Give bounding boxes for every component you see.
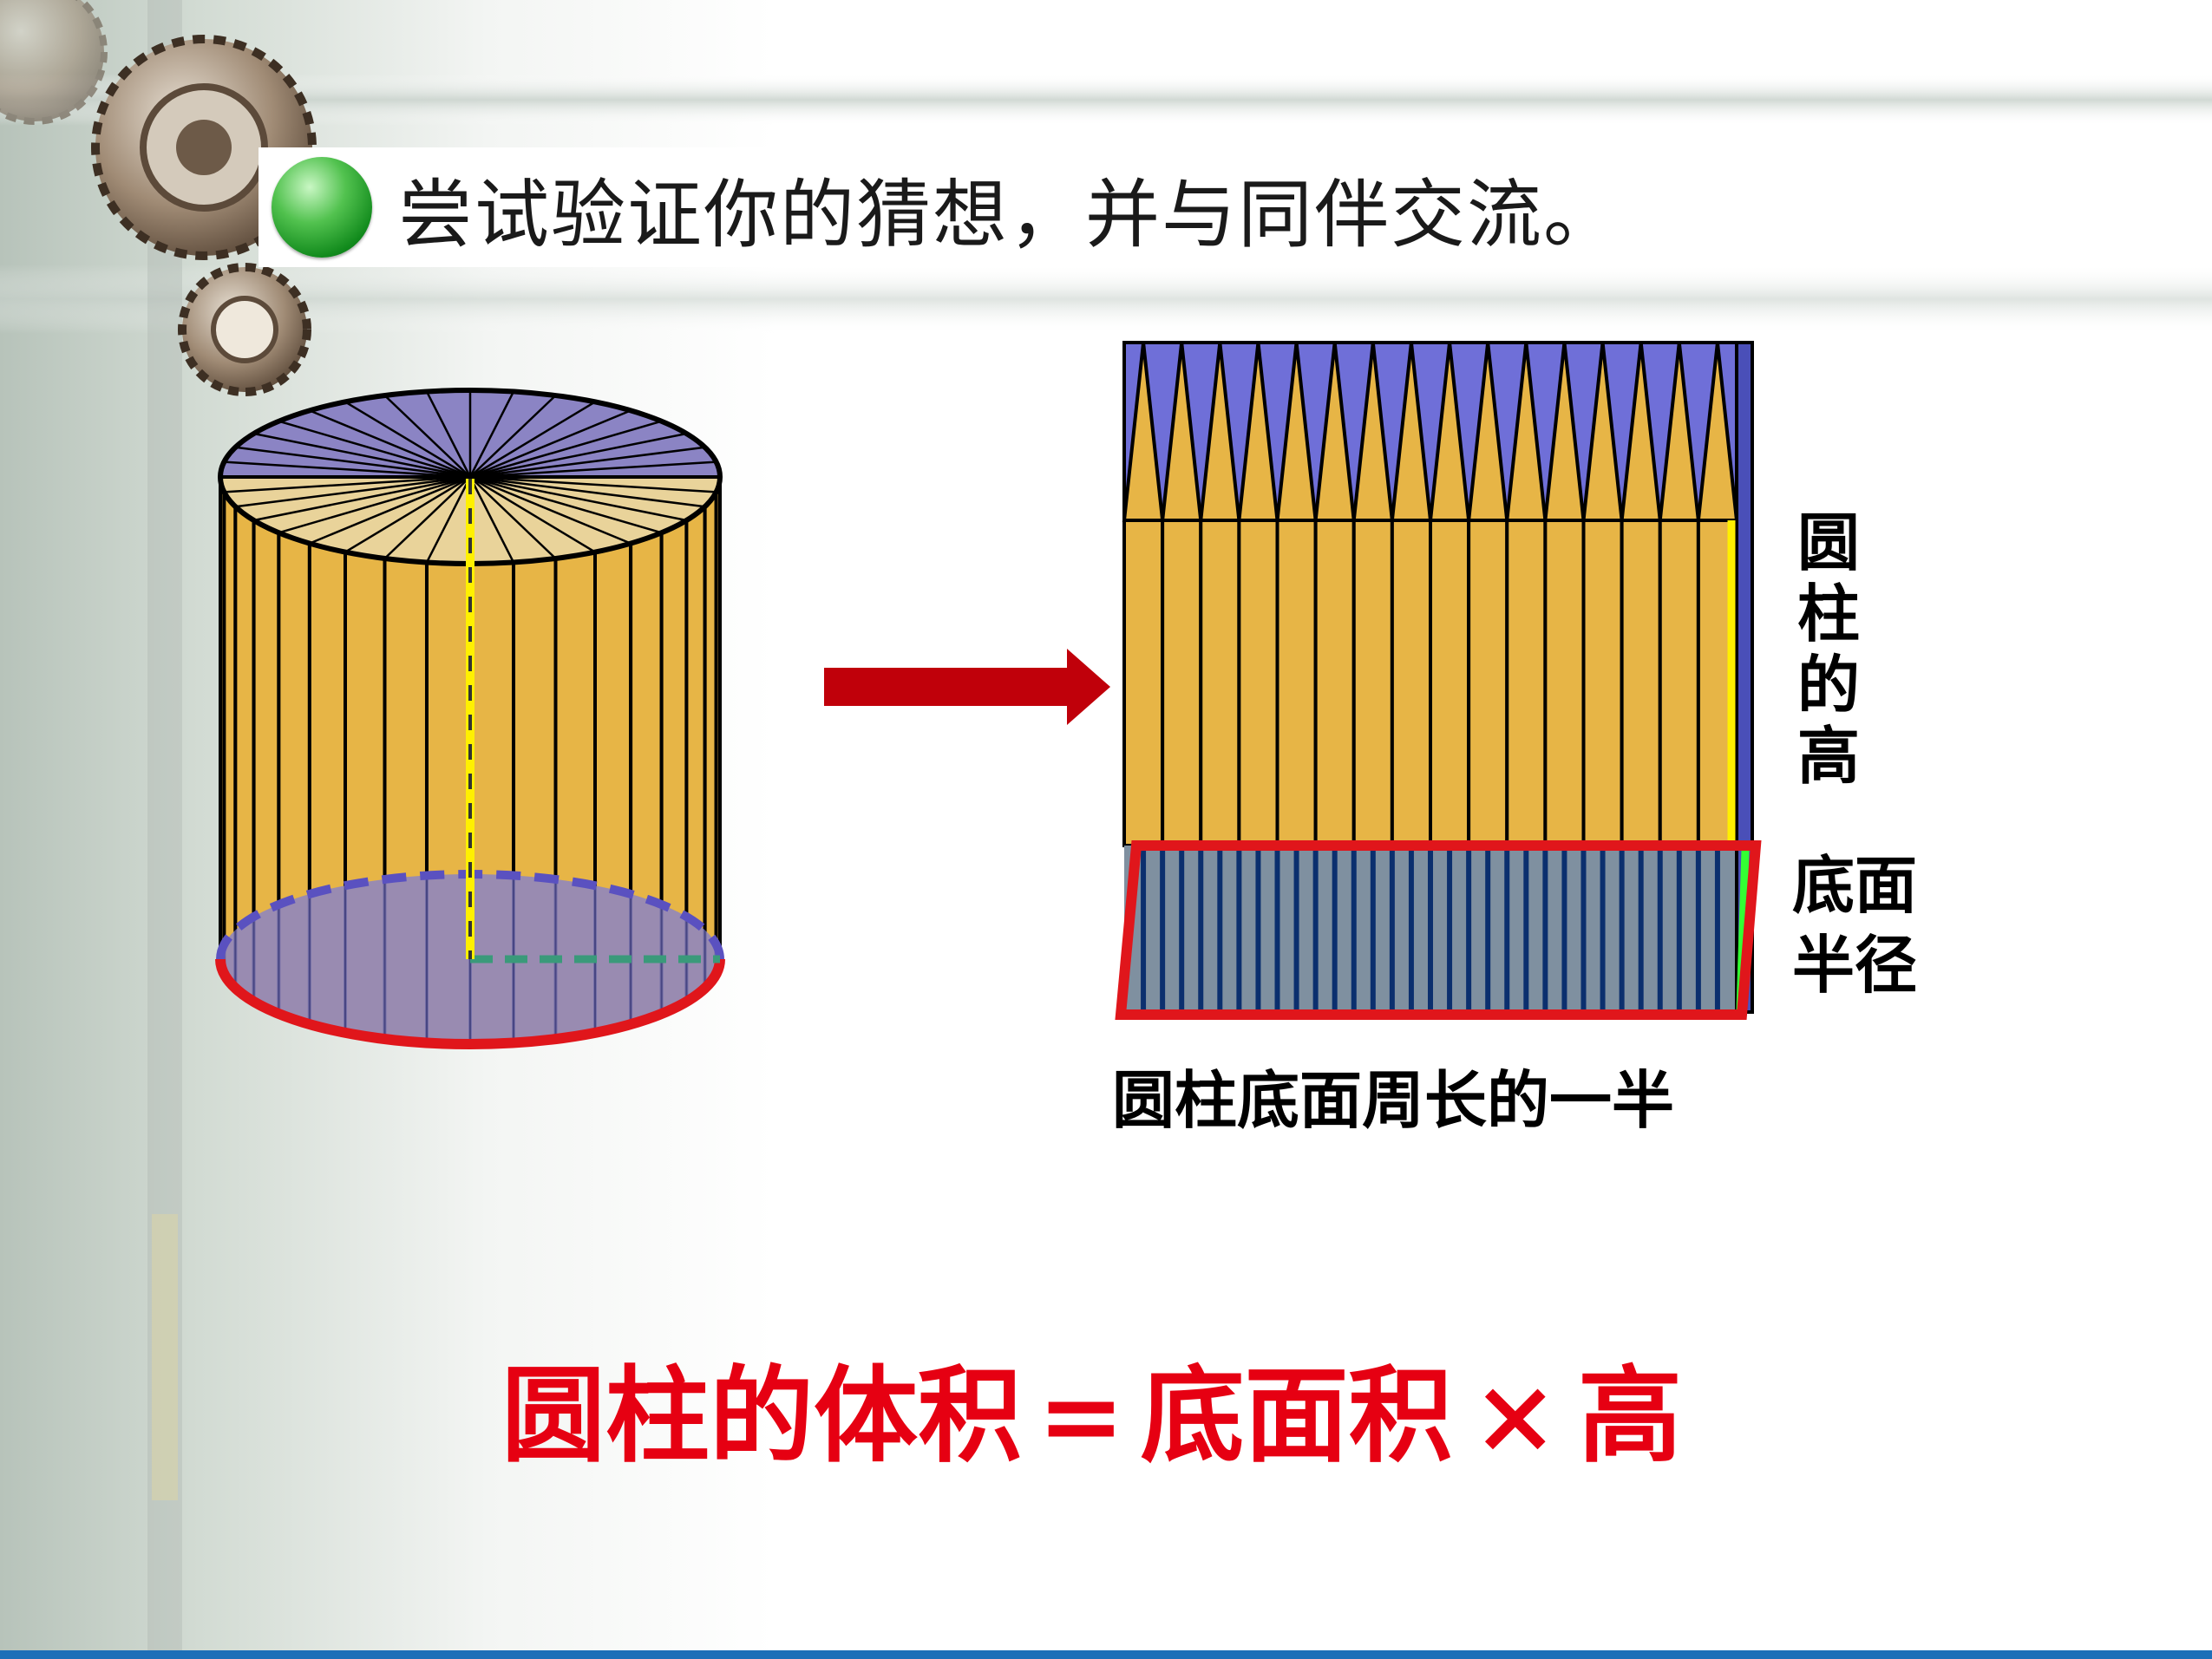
- top-sector-line: [469, 395, 557, 478]
- top-sector-line: [469, 401, 596, 479]
- half-circumference-label: 圆柱底面周长的一半: [1112, 1063, 1675, 1137]
- rearranged-prism-diagram: [1115, 341, 1762, 1020]
- top-sector-line: [278, 475, 471, 534]
- top-sector-line: [469, 446, 705, 479]
- prism-strip: [1390, 519, 1432, 847]
- top-sector-line: [469, 475, 687, 522]
- top-sector-line: [469, 475, 717, 493]
- top-sector-line: [383, 395, 471, 478]
- top-sector-line: [344, 401, 471, 479]
- prism-strip: [1543, 519, 1586, 847]
- page-title: 尝试验证你的猜想，并与同伴交流。: [398, 171, 1620, 258]
- formula-height: 高: [1578, 1355, 1683, 1477]
- base-radius-label: 底面半径: [1791, 848, 1917, 1002]
- top-sector-line: [224, 460, 471, 479]
- top-sector-line: [344, 475, 471, 553]
- prism-strip: [1505, 519, 1548, 847]
- top-sector-line: [468, 390, 515, 478]
- top-sector-line: [469, 475, 705, 508]
- green-bullet-icon: [272, 157, 372, 258]
- prism-strip: [1237, 519, 1279, 847]
- bottom-accent-bar: [0, 1650, 2212, 1659]
- top-sector-line: [469, 409, 632, 479]
- top-sector-line: [425, 390, 472, 478]
- prism-strip: [1313, 519, 1356, 847]
- formula-lhs: 圆柱的体积: [501, 1355, 1022, 1477]
- prism-strip: [1429, 519, 1471, 847]
- volume-formula: 圆柱的体积=底面积×高: [501, 1331, 1682, 1482]
- cylinder-height-label: 圆柱的高: [1796, 506, 1860, 793]
- prism-strip: [1275, 519, 1318, 847]
- formula-equals: =: [1037, 1355, 1125, 1477]
- top-sector-line: [253, 432, 471, 479]
- transform-arrow: [824, 649, 1110, 725]
- base-front-arc: [215, 958, 725, 1049]
- background-gear-icon: [0, 0, 108, 125]
- top-sector-line: [235, 446, 471, 479]
- top-sector-line: [469, 475, 632, 545]
- cylinder-diagram: [215, 388, 725, 1049]
- top-sector-line: [468, 476, 515, 564]
- prism-strip: [1122, 519, 1165, 847]
- top-sector-line: [469, 460, 717, 479]
- top-sector-line: [253, 475, 471, 522]
- cylinder-strip: [714, 476, 722, 975]
- prism-strip: [1658, 519, 1700, 847]
- top-sector-line: [425, 476, 472, 564]
- prism-strip: [1581, 519, 1624, 847]
- prism-strip: [1620, 519, 1662, 847]
- formula-base-area: 底面积: [1140, 1355, 1453, 1477]
- top-sector-line: [469, 432, 687, 479]
- top-sector-line: [309, 409, 471, 479]
- small-gear-icon: [178, 263, 311, 396]
- prism-strip: [1351, 519, 1394, 847]
- top-sector-line: [469, 475, 596, 553]
- top-sector-line: [235, 475, 471, 508]
- prism-strip: [1199, 519, 1241, 847]
- prism-strip: [1467, 519, 1509, 847]
- top-sector-line: [469, 420, 662, 479]
- top-sector-line: [224, 475, 471, 493]
- top-sector-line: [469, 476, 557, 559]
- half-circumference-highlight: [1115, 840, 1762, 1020]
- top-sector-line: [309, 475, 471, 545]
- top-sector-line: [278, 420, 471, 479]
- title-bar: 尝试验证你的猜想，并与同伴交流。: [259, 147, 1724, 267]
- top-sector-line: [469, 475, 662, 534]
- top-sector-line: [383, 476, 471, 559]
- formula-times: ×: [1471, 1355, 1560, 1477]
- prism-strip: [1161, 519, 1203, 847]
